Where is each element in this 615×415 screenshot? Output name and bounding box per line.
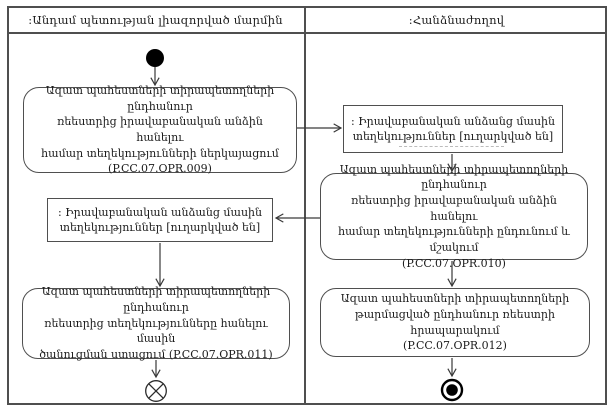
action-node-opr-012: Ազատ պահեստների տիրապետողների թարմացված … — [320, 288, 590, 357]
object-node-commission-label: : Իրավաբանական անձանց մասին տեղեկություն… — [350, 114, 555, 143]
swimlane-header-separator — [7, 32, 607, 34]
action-node-opr-011: Ազատ պահեստների տիրապետողների ընդհանուր … — [22, 285, 290, 361]
object-node-commission: : Իրավաբանական անձանց մասին տեղեկություն… — [343, 105, 563, 153]
action-node-opr-009: Ազատ պահեստների տիրապետողների ընդհանուր … — [23, 84, 297, 175]
action-node-opr-010: Ազատ պահեստների տիրապետողների ընդհանուր … — [320, 163, 588, 270]
initial-node-icon — [146, 49, 164, 67]
action-node-opr-012-label: Ազատ պահեստների տիրապետողների թարմացված … — [340, 292, 570, 353]
activity-final-node-icon — [440, 378, 464, 402]
lane-title-member-state-body: :Անդամ պետության լիազորված մարմին — [28, 12, 283, 27]
swimlane-divider — [304, 6, 306, 405]
lane-title-commission: :Հանձնաժողով — [408, 12, 505, 27]
object-node-member-state-label: : Իրավաբանական անձանց մասին տեղեկություն… — [57, 205, 262, 234]
flow-final-node-icon — [144, 379, 168, 403]
action-node-opr-011-label: Ազատ պահեստների տիրապետողների ընդհանուր … — [39, 285, 273, 361]
object-node-member-state: : Իրավաբանական անձանց մասին տեղեկություն… — [47, 198, 273, 242]
action-node-opr-009-label: Ազատ պահեստների տիրապետողների ընդհանուր … — [41, 84, 279, 176]
object-node-dashed-line — [399, 146, 504, 147]
action-node-opr-010-label: Ազատ պահեստների տիրապետողների ընդհանուր … — [338, 162, 570, 270]
